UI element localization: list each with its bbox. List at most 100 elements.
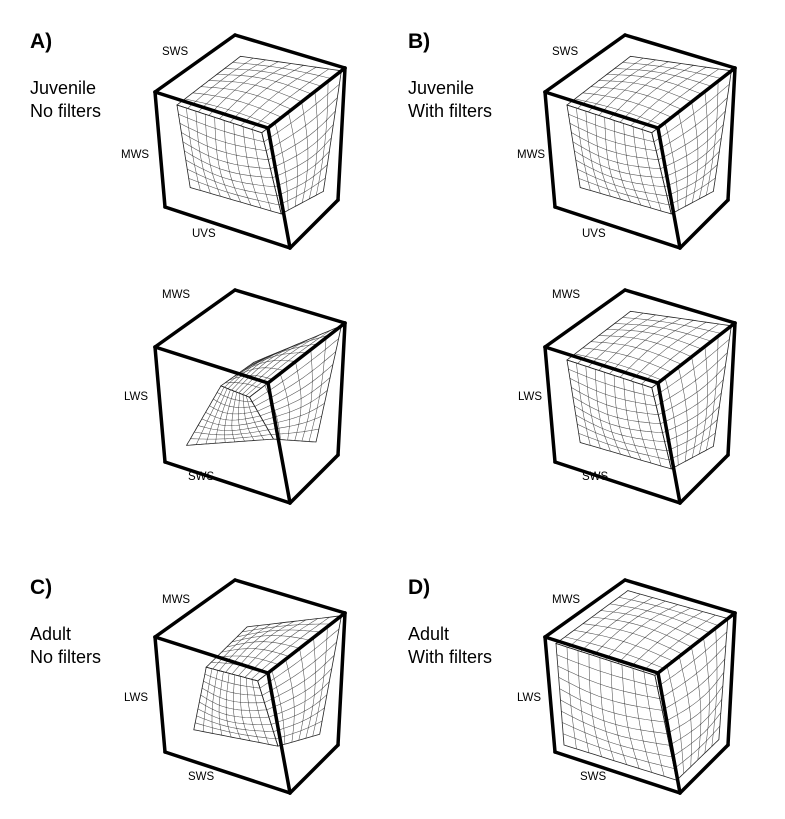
cube-edge [726, 66, 737, 202]
cube-edge [266, 611, 347, 675]
mesh-line [691, 356, 699, 458]
mesh-line [225, 673, 232, 738]
panel-letter-C: C) [30, 576, 52, 599]
mesh-line [664, 672, 725, 723]
mesh-line [653, 338, 730, 398]
panel-letter-D: D) [408, 576, 430, 599]
axis-label-front-bottom: SWS [580, 771, 607, 783]
mesh-line [662, 392, 722, 434]
mesh-line [578, 178, 670, 206]
mesh-line [658, 110, 726, 161]
surface-front-face [193, 666, 279, 747]
cube-edge [543, 90, 557, 209]
mesh-line [559, 688, 665, 723]
cube-edge [553, 205, 682, 250]
mesh-line [655, 97, 728, 152]
cube-edge [543, 635, 660, 675]
mesh-line [613, 375, 632, 458]
cube-edge [163, 750, 292, 795]
panel-D-condition-line1: Adult [408, 624, 449, 644]
mesh-line [276, 164, 328, 197]
mesh-line [592, 600, 666, 656]
mesh-line [664, 377, 679, 466]
mesh-line [574, 405, 663, 434]
mesh-line [178, 113, 265, 143]
mesh-line [671, 712, 722, 758]
mesh-line [666, 665, 684, 774]
mesh-line [224, 357, 265, 388]
mesh-line [195, 722, 276, 740]
cube-plot-D: MWS LWS SWS [517, 578, 737, 795]
mesh-line [268, 681, 330, 718]
mesh-line [568, 368, 655, 398]
cube-back-edges [153, 288, 347, 464]
mesh-line [215, 389, 231, 444]
mesh-line [271, 669, 286, 745]
mesh-line [268, 415, 322, 431]
panel-letter-A: A) [30, 30, 52, 53]
cube-edge [233, 288, 347, 325]
mesh-line [569, 123, 657, 152]
mesh-line [662, 658, 726, 711]
mesh-line [234, 343, 298, 392]
mesh-line [231, 348, 287, 391]
surface-side-face-fill [651, 324, 732, 470]
mesh-line [691, 646, 702, 760]
mesh-line [594, 369, 611, 452]
mesh-line [630, 66, 707, 127]
mesh-line [588, 314, 656, 368]
axis-label-back-top: MWS [552, 594, 580, 606]
mesh-line [666, 419, 718, 452]
mesh-line [309, 91, 318, 199]
cube-edge [288, 453, 340, 505]
mesh-line [270, 428, 319, 435]
mesh-line [666, 685, 724, 734]
mesh-line [613, 120, 632, 203]
mesh-line [182, 141, 271, 170]
cube-edge [726, 611, 737, 747]
mesh-line [691, 101, 699, 203]
surface-side-face [651, 69, 732, 215]
cube-edge [163, 205, 292, 250]
mesh-line [556, 654, 658, 688]
mesh-line [560, 699, 668, 734]
mesh-line [262, 390, 328, 421]
cube-edge [543, 33, 627, 94]
cube-edge [336, 611, 347, 747]
mesh-line [240, 676, 251, 741]
mesh-line [305, 637, 316, 739]
mesh-line [585, 366, 601, 449]
mesh-line [641, 68, 719, 130]
mesh-line [582, 347, 672, 373]
cube-edge [233, 578, 347, 615]
cube-edge [153, 635, 270, 675]
mesh-line [272, 137, 332, 179]
mesh-line [558, 677, 663, 711]
mesh-line [572, 141, 661, 170]
surface-side-face [261, 69, 342, 215]
surface-holder [176, 55, 343, 215]
mesh-line [643, 671, 665, 777]
cube-edge [266, 321, 347, 385]
mesh-line [265, 97, 338, 152]
mesh-line [599, 657, 615, 761]
surface-front-face [566, 104, 672, 215]
mesh-line [218, 671, 224, 736]
mesh-line [294, 361, 302, 441]
mesh-line [316, 81, 329, 196]
cube-back-edges [153, 33, 347, 209]
mesh-line [575, 159, 665, 188]
mesh-line [575, 414, 665, 443]
surface-side-face-fill [261, 69, 342, 215]
mesh-line [233, 123, 252, 206]
mesh-line [574, 150, 663, 179]
cube-edge [726, 321, 737, 457]
mesh-line [231, 392, 238, 442]
mesh-line [270, 124, 334, 170]
mesh-line [266, 668, 332, 711]
mesh-line [301, 101, 309, 203]
mesh-line [641, 323, 719, 385]
cube-edge [543, 345, 660, 385]
cube-edge [656, 611, 737, 675]
mesh-line [288, 112, 298, 207]
